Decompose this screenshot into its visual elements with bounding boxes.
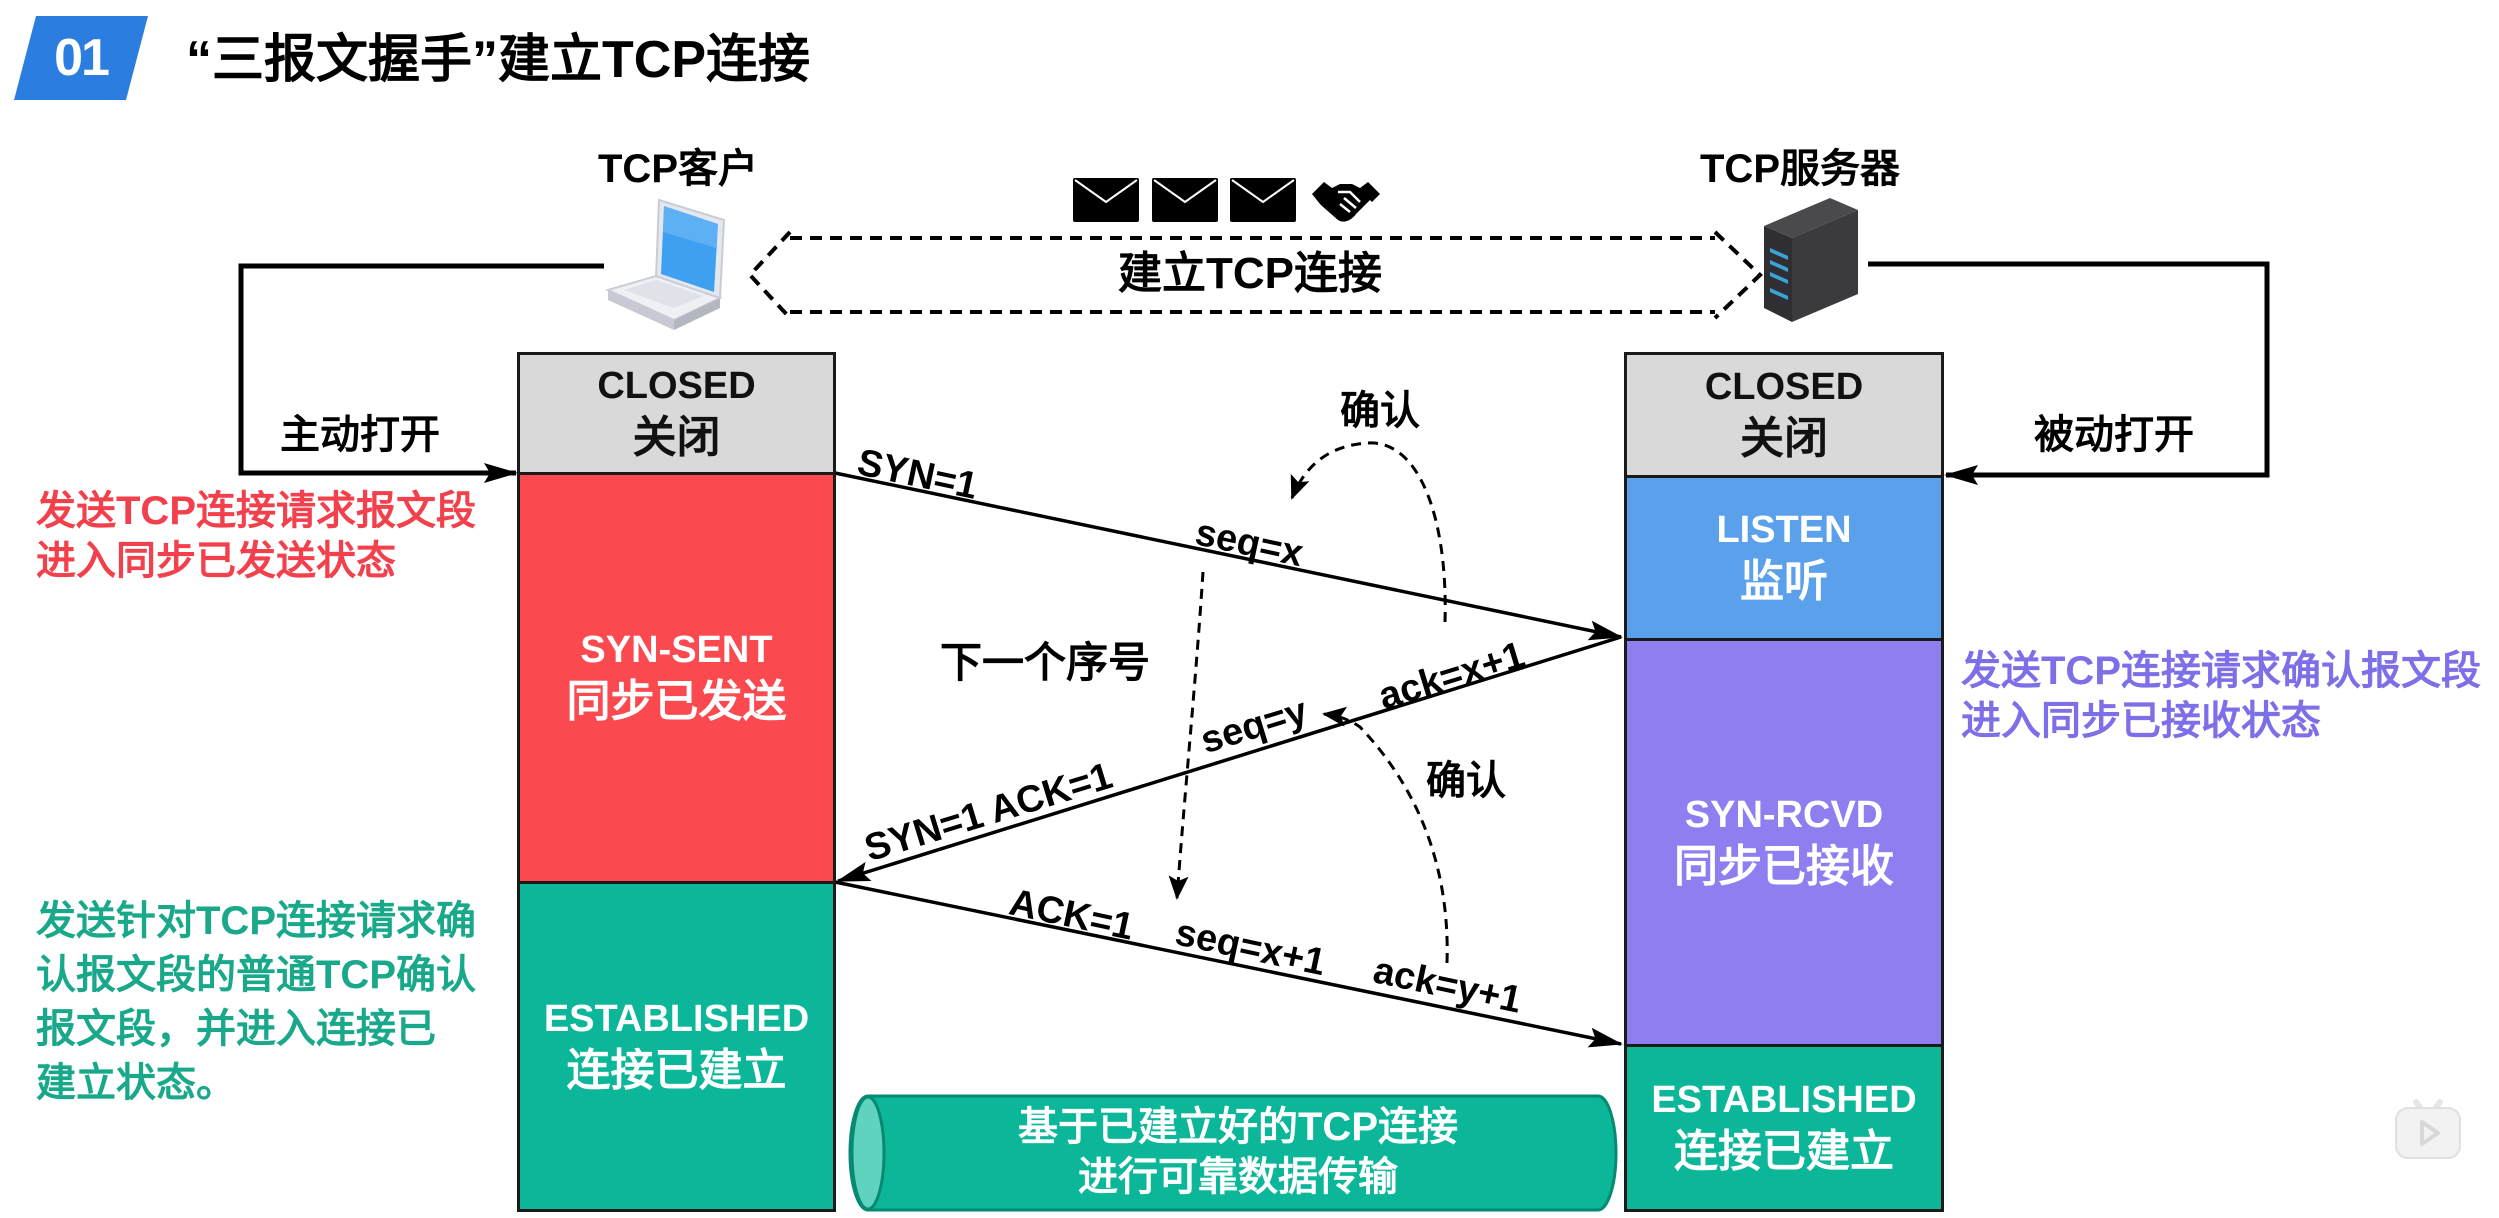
server-state-syn-rcvd: SYN-RCVD 同步已接收 <box>1624 638 1944 1047</box>
annotation-line: 进入同步已发送状态 <box>36 539 396 583</box>
active-open-line <box>238 263 604 483</box>
client-state-syn-sent: SYN-SENT 同步已发送 <box>517 472 836 884</box>
server-state-established: ESTABLISHED 连接已建立 <box>1624 1044 1944 1212</box>
state-zh: 关闭 <box>1740 414 1828 463</box>
client-label: TCP客户 <box>598 147 758 191</box>
annotation-line: 进入同步已接收状态 <box>1961 699 2321 743</box>
next-seq-arrow <box>1168 571 1205 900</box>
page-title: “三报文握手”建立TCP连接 <box>186 31 811 89</box>
connection-label: 建立TCP连接 <box>1118 249 1382 298</box>
server-synack-annotation: 发送TCP连接请求确认报文段 进入同步已接收状态 <box>1961 646 2481 746</box>
state-zh: 连接已建立 <box>1674 1127 1894 1176</box>
server-state-listen: LISTEN 监听 <box>1624 475 1944 641</box>
annotation-line: 发送TCP连接请求确认报文段 <box>1961 649 2481 693</box>
synack-arrow <box>836 635 1622 883</box>
state-en: ESTABLISHED <box>1651 1079 1917 1121</box>
state-zh: 监听 <box>1740 557 1828 606</box>
client-syn-annotation: 发送TCP连接请求报文段 进入同步已发送状态 <box>36 486 476 586</box>
handshake-icon <box>1312 182 1380 222</box>
client-ack-annotation: 发送针对TCP连接请求确 认报文段的普通TCP确认 报文段，并进入连接已 建立状… <box>36 894 476 1110</box>
section-badge: 01 <box>14 16 148 100</box>
state-en: CLOSED <box>1704 366 1864 408</box>
state-en: SYN-SENT <box>580 629 773 671</box>
annotation-line: 报文段，并进入连接已 <box>36 1007 436 1051</box>
next-seq-label: 下一个序号 <box>940 639 1151 686</box>
passive-open-line <box>1868 261 2270 485</box>
laptop-icon <box>604 198 749 339</box>
ack-arrow <box>834 880 1623 1048</box>
active-open-label: 主动打开 <box>280 413 440 457</box>
server-state-closed: CLOSED 关闭 <box>1624 352 1944 478</box>
annotation-line: 发送针对TCP连接请求确 <box>36 899 476 943</box>
state-zh: 同步已发送 <box>566 677 787 726</box>
confirm-1-curve <box>1290 441 1447 623</box>
envelope-icon <box>1073 178 1139 222</box>
state-zh: 连接已建立 <box>566 1045 787 1095</box>
section-number: 01 <box>54 29 110 87</box>
state-zh: 同步已接收 <box>1674 841 1894 891</box>
pipe-line: 进行可靠数据传输 <box>1078 1155 1398 1199</box>
confirm-2-curve <box>1322 706 1449 964</box>
client-state-closed: CLOSED 关闭 <box>517 352 836 475</box>
state-zh: 关闭 <box>632 412 721 462</box>
state-en: ESTABLISHED <box>543 997 810 1040</box>
state-en: CLOSED <box>597 364 756 407</box>
envelope-icon <box>1230 178 1296 222</box>
data-transfer-pipe: 基于已建立好的TCP连接 进行可靠数据传输 <box>848 1094 1618 1212</box>
confirm-1-label: 确认 <box>1340 389 1420 433</box>
badge-parallelogram <box>14 16 148 100</box>
envelope-icon <box>1152 178 1218 222</box>
server-icon <box>1762 196 1862 329</box>
passive-open-label: 被动打开 <box>2034 413 2194 457</box>
message-icons <box>1073 176 1383 231</box>
connection-double-arrow <box>747 230 1763 320</box>
state-en: LISTEN <box>1716 509 1852 551</box>
annotation-line: 建立状态。 <box>36 1061 236 1105</box>
annotation-line: 认报文段的普通TCP确认 <box>36 953 476 997</box>
client-state-established: ESTABLISHED 连接已建立 <box>517 881 836 1212</box>
bilibili-tv-icon <box>2392 1090 2464 1167</box>
state-en: SYN-RCVD <box>1684 793 1884 836</box>
syn-arrow <box>834 471 1623 641</box>
annotation-line: 发送TCP连接请求报文段 <box>36 489 476 533</box>
confirm-2-label: 确认 <box>1426 759 1506 803</box>
pipe-line: 基于已建立好的TCP连接 <box>1018 1105 1458 1149</box>
server-label: TCP服务器 <box>1700 147 1900 191</box>
